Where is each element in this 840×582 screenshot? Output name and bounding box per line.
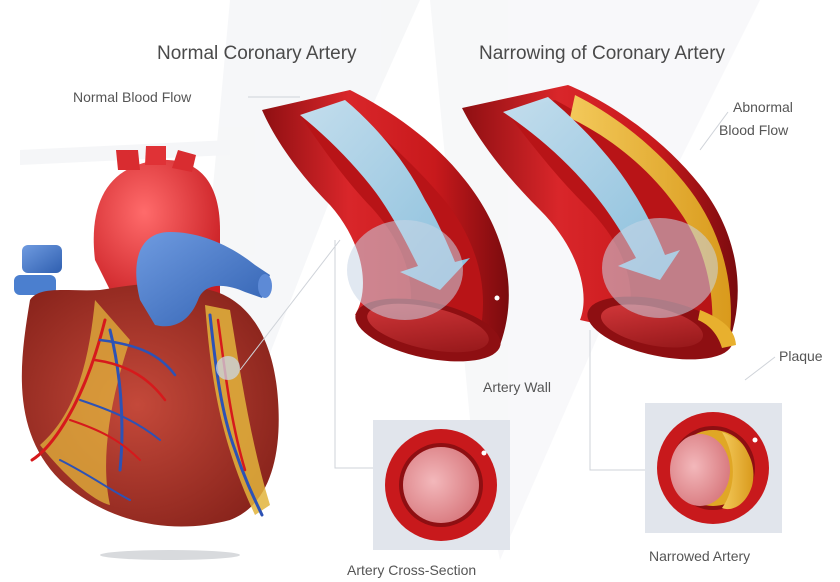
label-narrowed-artery: Narrowed Artery (649, 548, 750, 564)
heart-shadow (100, 550, 240, 560)
label-abnormal-blood-flow-line1: Abnormal (733, 99, 793, 115)
narrowed-cross-section-lumen (670, 434, 730, 506)
label-artery-cross-section: Artery Cross-Section (347, 562, 476, 578)
aorta-branch-1 (116, 150, 140, 170)
title-normal-coronary-artery: Normal Coronary Artery (157, 43, 357, 65)
label-abnormal-blood-flow-line2: Blood Flow (719, 122, 788, 138)
narrowed-cross-section (645, 403, 782, 533)
aorta-branch-2 (145, 146, 166, 165)
pulmonary-artery-opening (258, 274, 272, 298)
narrowed-artery-section-highlight (602, 218, 718, 318)
title-narrowing-coronary-artery: Narrowing of Coronary Artery (479, 43, 725, 65)
label-plaque: Plaque (779, 348, 823, 364)
label-artery-wall: Artery Wall (483, 379, 551, 395)
normal-artery-section-highlight (347, 220, 463, 320)
heart-artery-highlight (216, 356, 240, 380)
normal-cross-section-lumen (403, 447, 479, 523)
normal-cross-section (373, 420, 510, 550)
label-normal-blood-flow: Normal Blood Flow (73, 89, 191, 105)
pulmonary-vein-left-upper (22, 245, 62, 273)
